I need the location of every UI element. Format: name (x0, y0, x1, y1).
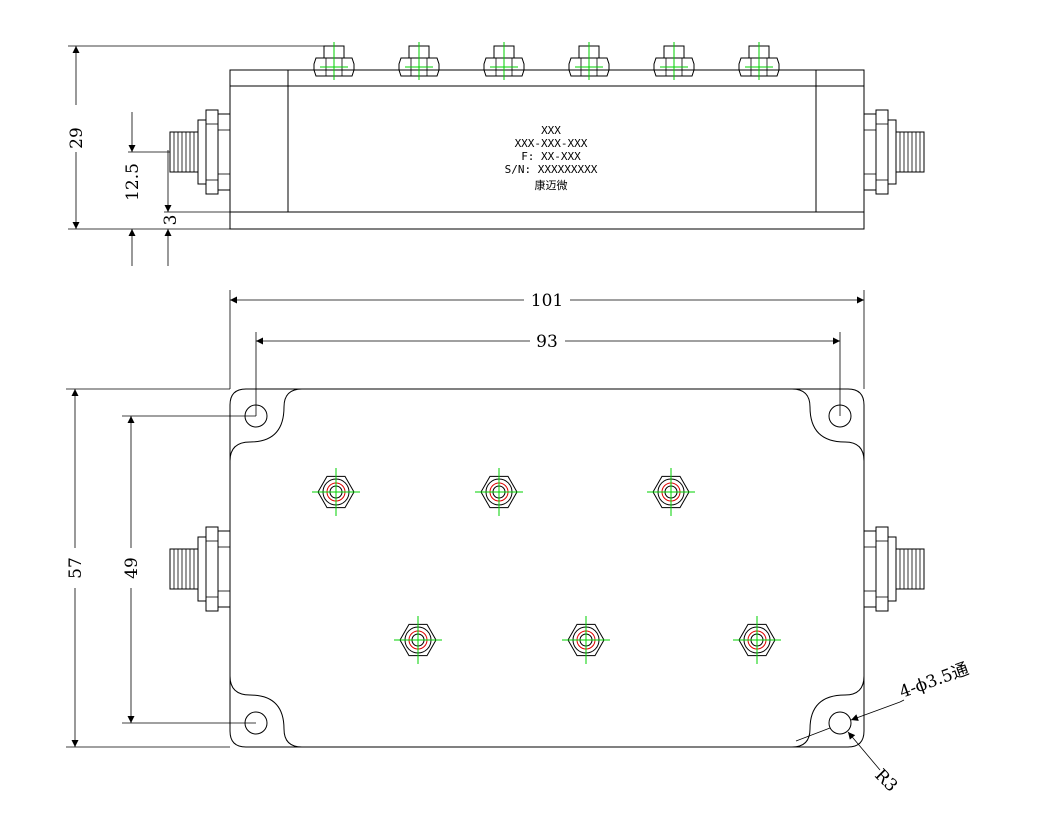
dim-hole-spacing-y: 49 (122, 415, 256, 724)
dim-width-total: 57 (66, 388, 230, 748)
dim-length-total: 101 (229, 290, 865, 389)
product-label: XXX XXX-XXX-XXX F: XX-XXX S/N: XXXXXXXXX… (505, 124, 598, 192)
plan-connector-nut-3 (646, 467, 696, 517)
dim-length-total-value: 101 (531, 291, 563, 311)
side-view: XXX XXX-XXX-XXX F: XX-XXX S/N: XXXXXXXXX… (67, 41, 925, 266)
top-connector-nut-6 (738, 41, 780, 81)
radius-callout-value: R3 (870, 765, 901, 796)
dim-height-total-value: 29 (67, 127, 87, 149)
top-connector-nut-5 (653, 41, 695, 81)
side-sma-connector-right (863, 109, 925, 195)
hole-callout-value: 4-ϕ3.5通 (897, 659, 972, 702)
dim-hole-spacing-x-value: 93 (536, 332, 558, 352)
plan-connector-nut-4 (393, 615, 443, 665)
plan-connector-nut-5 (561, 615, 611, 665)
side-sma-connector-left (169, 109, 231, 195)
plan-connector-nut-2 (474, 467, 524, 517)
dim-base-offset-value: 3 (161, 215, 181, 226)
side-top-connectors (313, 41, 780, 81)
plan-view: 101 93 57 49 (66, 290, 972, 796)
label-line-3: F: XX-XXX (521, 150, 581, 163)
plan-cavity-outline (229, 388, 865, 748)
plan-sma-connector-right (863, 526, 925, 612)
top-connector-nut-4 (568, 41, 610, 81)
mounting-holes (244, 404, 852, 735)
label-line-5: 康迈微 (535, 178, 568, 192)
plan-sma-connector-left (169, 526, 231, 612)
dim-hole-spacing-x: 93 (255, 332, 841, 416)
mounting-hole-bottom-right (828, 711, 852, 735)
top-connector-nut-1 (313, 41, 355, 81)
top-connector-nut-3 (483, 41, 525, 81)
dim-width-total-value: 57 (66, 557, 86, 579)
dim-base-offset: 3 (161, 150, 230, 266)
top-connector-nut-2 (398, 41, 440, 81)
plan-connector-nut-6 (732, 615, 782, 665)
label-line-1: XXX (541, 124, 561, 137)
dim-connector-height-value: 12.5 (123, 163, 143, 201)
dim-connector-height: 12.5 (123, 112, 170, 266)
dim-hole-spacing-y-value: 49 (122, 557, 142, 579)
plan-body-outline (229, 388, 865, 748)
plan-connector-nut-1 (311, 467, 361, 517)
dim-height-total: 29 (67, 45, 330, 230)
label-line-4: S/N: XXXXXXXXX (505, 163, 598, 176)
radius-callout: R3 (847, 731, 901, 796)
label-line-2: XXX-XXX-XXX (515, 137, 588, 150)
plan-connectors (311, 467, 782, 665)
